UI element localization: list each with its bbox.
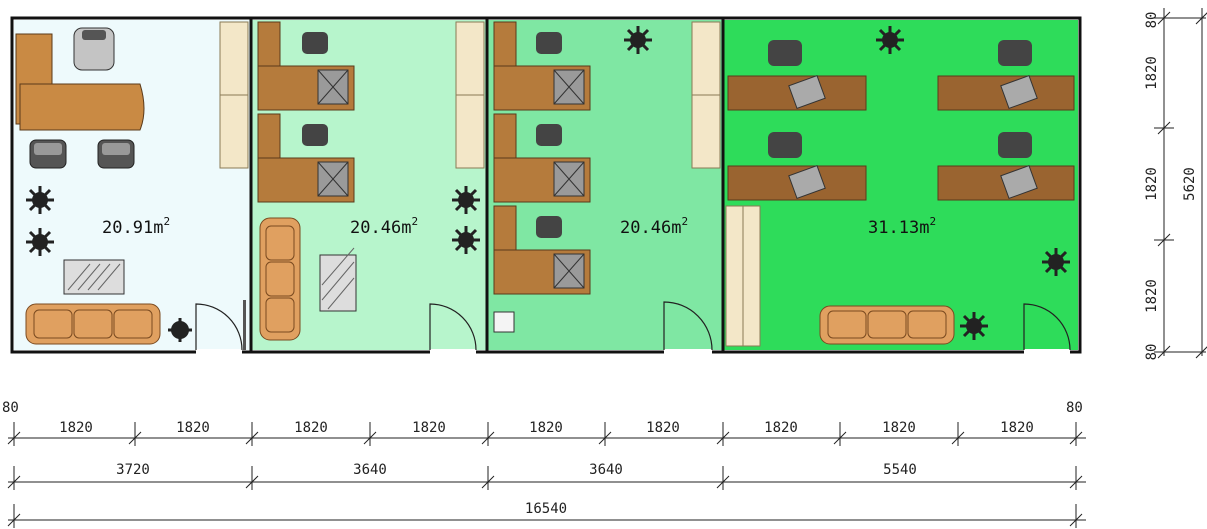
workstations-room-2 bbox=[257, 21, 355, 203]
dim-right-module-2: 1820 bbox=[1144, 167, 1160, 201]
dim-edge-left: 80 bbox=[2, 400, 19, 416]
workstations-room-3 bbox=[493, 21, 591, 333]
room-1-floor bbox=[14, 20, 250, 350]
dim-total-width: 16540 bbox=[525, 501, 567, 517]
plants bbox=[26, 26, 1070, 342]
dim-tick-total-0-slash bbox=[7, 513, 21, 527]
cabinets bbox=[219, 21, 761, 347]
bottom-dimension-lines bbox=[7, 422, 1086, 528]
dim-tick-module-9-slash bbox=[1069, 431, 1083, 445]
dim-edge-right: 80 bbox=[1066, 400, 1083, 416]
dim-tick-total-1-slash bbox=[1069, 513, 1083, 527]
dim-tick-module-8-slash bbox=[951, 431, 965, 445]
dim-right-edge-bottom: 80 bbox=[1144, 344, 1160, 361]
dim-module-5: 1820 bbox=[529, 420, 563, 436]
dim-tick-module-1-slash bbox=[128, 431, 142, 445]
dim-module-7: 1820 bbox=[764, 420, 798, 436]
room-1-area-label: 20.91m2 bbox=[102, 215, 170, 238]
walls bbox=[10, 16, 1082, 354]
manager-desk bbox=[15, 27, 145, 131]
coffee-table bbox=[63, 247, 357, 312]
dim-tick-room-4-slash bbox=[1069, 475, 1083, 489]
room-3-area-label: 20.46m2 bbox=[620, 215, 688, 238]
bottom-module-labels: 1820 1820 1820 1820 1820 1820 1820 1820 … bbox=[59, 420, 1034, 436]
dim-right-edge-top: 80 bbox=[1144, 12, 1160, 29]
dim-module-8: 1820 bbox=[882, 420, 916, 436]
doors bbox=[195, 300, 1071, 355]
dim-module-9: 1820 bbox=[1000, 420, 1034, 436]
dim-tick-room-2-slash bbox=[481, 475, 495, 489]
workstations-room-4 bbox=[727, 40, 1075, 201]
dim-room-3: 3640 bbox=[589, 462, 623, 478]
dim-module-2: 1820 bbox=[176, 420, 210, 436]
dim-tick-module-5-slash bbox=[598, 431, 612, 445]
dim-tick-module-4-slash bbox=[481, 431, 495, 445]
dim-module-6: 1820 bbox=[646, 420, 680, 436]
dim-tick-module-2-slash bbox=[245, 431, 259, 445]
dim-module-1: 1820 bbox=[59, 420, 93, 436]
dim-right-module-1: 1820 bbox=[1144, 56, 1160, 90]
bottom-room-labels: 3720 3640 3640 5540 bbox=[116, 462, 917, 478]
dim-module-4: 1820 bbox=[412, 420, 446, 436]
sofa-room-4 bbox=[819, 305, 955, 345]
dim-tick-module-7-slash bbox=[833, 431, 847, 445]
dim-tick-module-0-slash bbox=[7, 431, 21, 445]
sofa-room-2 bbox=[259, 217, 301, 341]
dim-module-3: 1820 bbox=[294, 420, 328, 436]
dim-room-4: 5540 bbox=[883, 462, 917, 478]
dim-tick-module-3-slash bbox=[363, 431, 377, 445]
dim-room-2: 3640 bbox=[353, 462, 387, 478]
dim-tick-room-1-slash bbox=[245, 475, 259, 489]
dim-right-module-3: 1820 bbox=[1144, 279, 1160, 313]
dim-right-total: 5620 bbox=[1182, 167, 1198, 201]
dim-tick-module-6-slash bbox=[716, 431, 730, 445]
dim-tick-room-0-slash bbox=[7, 475, 21, 489]
dim-tick-room-3-slash bbox=[716, 475, 730, 489]
room-2-area-label: 20.46m2 bbox=[350, 215, 418, 238]
sofa-room-1 bbox=[25, 303, 161, 345]
right-dimension-labels: 80 1820 1820 1820 80 5620 bbox=[1144, 12, 1198, 361]
right-dimension-lines bbox=[1154, 8, 1207, 359]
room-4-area-label: 31.13m2 bbox=[868, 215, 936, 238]
bottom-edge-labels: 80 80 bbox=[2, 400, 1083, 416]
visitor-chairs bbox=[29, 139, 135, 169]
dim-room-1: 3720 bbox=[116, 462, 150, 478]
